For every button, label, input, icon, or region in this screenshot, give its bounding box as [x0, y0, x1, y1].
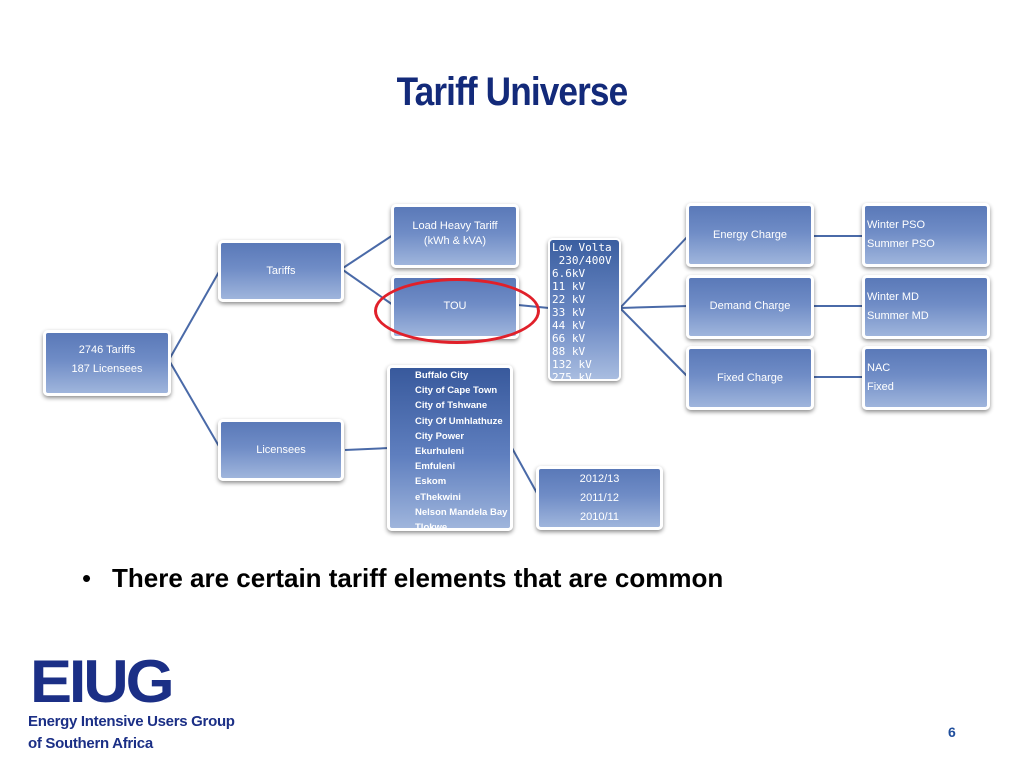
- licensee-item: Nelson Mandela Bay: [415, 506, 508, 518]
- bullet-point: • There are certain tariff elements that …: [82, 563, 723, 594]
- licensees-node: Licensees: [218, 419, 344, 481]
- fixed-sub-item: Fixed: [867, 381, 894, 393]
- energy-sub-node: Winter PSO Summer PSO: [862, 203, 990, 267]
- connector-root-tariffs: [169, 269, 221, 359]
- root-tariff-count: 2746 Tariffs: [78, 344, 136, 356]
- tariffs-node: Tariffs: [218, 240, 344, 302]
- connector-tariffs-loadheavy: [342, 234, 394, 269]
- connector-licensees-list: [344, 447, 390, 451]
- eiug-logo: EIUG Energy Intensive Users Group of Sou…: [28, 652, 240, 760]
- demand-sub-node: Winter MD Summer MD: [862, 275, 990, 339]
- licensee-item: Tlokwe: [415, 522, 448, 531]
- demand-sub-item: Winter MD: [867, 291, 919, 303]
- licensee-item: City of Tshwane: [415, 400, 488, 412]
- logo-line-2: of Southern Africa: [28, 735, 153, 752]
- year-item: 2010/11: [580, 511, 619, 523]
- fixed-sub-node: NAC Fixed: [862, 346, 990, 410]
- licensee-item: eThekwini: [415, 491, 461, 503]
- bullet-icon: •: [82, 563, 92, 593]
- voltage-item: 230/400V: [552, 254, 612, 267]
- energy-sub-item: Winter PSO: [867, 219, 926, 231]
- voltage-item: 33 kV: [552, 306, 586, 319]
- voltage-item: 6.6kV: [552, 267, 586, 280]
- load-heavy-node: Load Heavy Tariff (kWh & kVA): [391, 204, 519, 268]
- voltage-item: 11 kV: [552, 280, 586, 293]
- voltage-item: 132 kV: [552, 358, 592, 371]
- licensee-item: City Of Umhlathuze: [415, 415, 503, 427]
- connector-root-licensees: [169, 361, 221, 449]
- voltage-item: 275 kV: [552, 371, 592, 381]
- licensee-item: Ekurhuleni: [415, 446, 465, 458]
- voltage-item: 44 kV: [552, 319, 586, 332]
- voltage-item: Low Volta: [552, 241, 612, 254]
- voltage-item: 66 kV: [552, 332, 586, 345]
- connector-list-years: [511, 447, 539, 496]
- voltage-item: 22 kV: [552, 293, 586, 306]
- licensee-item: Emfuleni: [415, 461, 456, 473]
- demand-charge-node: Demand Charge: [686, 275, 814, 339]
- licensee-item: City Power: [415, 430, 465, 442]
- logo-line-1: Energy Intensive Users Group: [28, 713, 235, 730]
- licensee-item: City of Cape Town: [415, 385, 498, 397]
- energy-charge-node: Energy Charge: [686, 203, 814, 267]
- fixed-sub-item: NAC: [867, 362, 891, 374]
- connector-voltages-demand: [619, 305, 689, 309]
- year-item: 2012/13: [579, 473, 620, 485]
- root-licensee-count: 187 Licensees: [71, 363, 143, 375]
- bullet-text: There are certain tariff elements that a…: [112, 563, 724, 593]
- root-node: 2746 Tariffs 187 Licensees: [43, 330, 171, 396]
- licensee-list-node: Buffalo City City of Cape Town City of T…: [387, 365, 513, 531]
- years-node: 2012/13 2011/12 2010/11: [536, 466, 663, 530]
- logo-mark: EIUG: [30, 648, 175, 715]
- demand-sub-item: Summer MD: [867, 310, 929, 322]
- connector-voltages-energy: [619, 235, 689, 309]
- licensee-item: Eskom: [415, 476, 447, 488]
- year-item: 2011/12: [580, 492, 619, 504]
- voltage-list-node: Low Volta 230/400V 6.6kV 11 kV 22 kV 33 …: [548, 238, 621, 381]
- tou-highlight-circle: [374, 278, 540, 344]
- page-number: 6: [948, 724, 956, 740]
- connector-voltages-fixed: [619, 307, 689, 378]
- licensee-item: Buffalo City: [415, 370, 469, 381]
- slide-title: Tariff Universe: [396, 70, 629, 114]
- voltage-item: 88 kV: [552, 345, 586, 358]
- fixed-charge-node: Fixed Charge: [686, 346, 814, 410]
- energy-sub-item: Summer PSO: [867, 238, 935, 250]
